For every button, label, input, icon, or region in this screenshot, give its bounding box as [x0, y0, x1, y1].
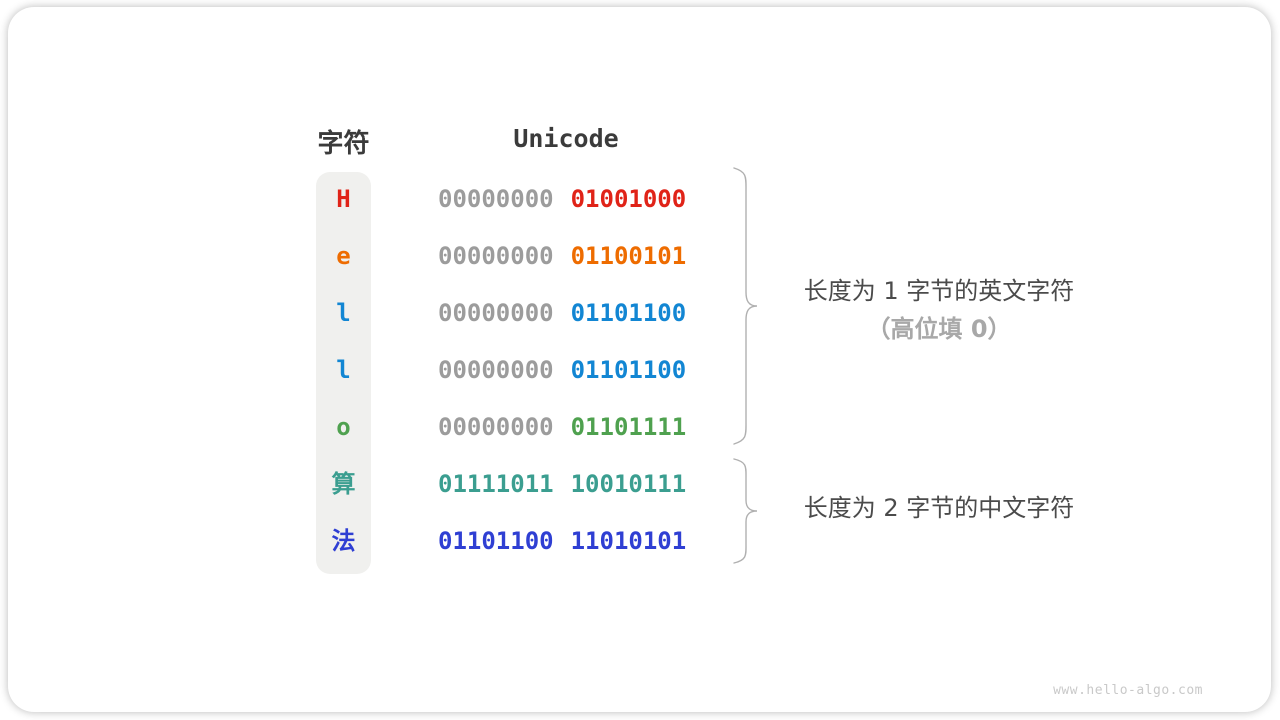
- unicode-byte-2: 01101111: [570, 413, 687, 441]
- character-cell: o: [336, 413, 351, 441]
- annotation-chinese-chars: 长度为 2 字节的中文字符: [769, 489, 1109, 527]
- column-header-unicode: Unicode: [513, 124, 619, 153]
- character-cell: 法: [331, 527, 356, 555]
- table-row: l 00000000 01101100: [8, 342, 1108, 399]
- unicode-binary-cell: 00000000 01101100: [438, 285, 686, 342]
- unicode-byte-2: 11010101: [570, 527, 687, 555]
- unicode-binary-cell: 01111011 10010111: [438, 456, 686, 513]
- annotation-english-line1: 长度为 1 字节的英文字符: [803, 277, 1075, 305]
- unicode-binary-cell: 00000000 01101111: [438, 399, 686, 456]
- table-row: e 00000000 01100101: [8, 228, 1108, 285]
- unicode-binary-cell: 00000000 01100101: [438, 228, 686, 285]
- unicode-byte-1: 00000000: [438, 185, 554, 213]
- brace-chinese-group: [733, 458, 758, 564]
- unicode-byte-1: 01101100: [438, 527, 554, 555]
- character-column-background: [316, 172, 371, 574]
- unicode-byte-2: 01001000: [570, 185, 687, 213]
- unicode-binary-cell: 00000000 01101100: [438, 342, 686, 399]
- brace-english-group: [733, 167, 758, 445]
- unicode-byte-1: 00000000: [438, 356, 554, 384]
- table-row: H 00000000 01001000: [8, 171, 1108, 228]
- unicode-byte-2: 01101100: [570, 356, 687, 384]
- character-cell: e: [336, 242, 351, 270]
- diagram-card: 字符 Unicode H 00000000 01001000 e 00000000 011…: [8, 7, 1271, 712]
- unicode-byte-2: 01101100: [570, 299, 687, 327]
- unicode-byte-1: 00000000: [438, 299, 554, 327]
- table-row: l 00000000 01101100: [8, 285, 1108, 342]
- annotation-english-chars: 长度为 1 字节的英文字符 （高位填 0）: [769, 272, 1109, 348]
- unicode-byte-2: 10010111: [570, 470, 687, 498]
- column-header-character: 字符: [317, 129, 370, 159]
- unicode-byte-1: 00000000: [438, 242, 554, 270]
- table-row: 法 01101100 11010101: [8, 513, 1108, 570]
- table-row: o 00000000 01101111: [8, 399, 1108, 456]
- annotation-english-line2: （高位填 0）: [866, 315, 1012, 343]
- unicode-byte-1: 00000000: [438, 413, 554, 441]
- unicode-binary-cell: 01101100 11010101: [438, 513, 686, 570]
- character-cell: l: [336, 356, 351, 384]
- watermark-url: www.hello-algo.com: [1053, 683, 1203, 698]
- table-row: 算 01111011 10010111: [8, 456, 1108, 513]
- unicode-byte-1: 01111011: [438, 470, 554, 498]
- unicode-byte-2: 01100101: [570, 242, 687, 270]
- unicode-binary-cell: 00000000 01001000: [438, 171, 686, 228]
- character-cell: 算: [331, 470, 356, 498]
- character-cell: l: [336, 299, 351, 327]
- annotation-chinese-line1: 长度为 2 字节的中文字符: [803, 494, 1075, 522]
- character-cell: H: [336, 185, 351, 213]
